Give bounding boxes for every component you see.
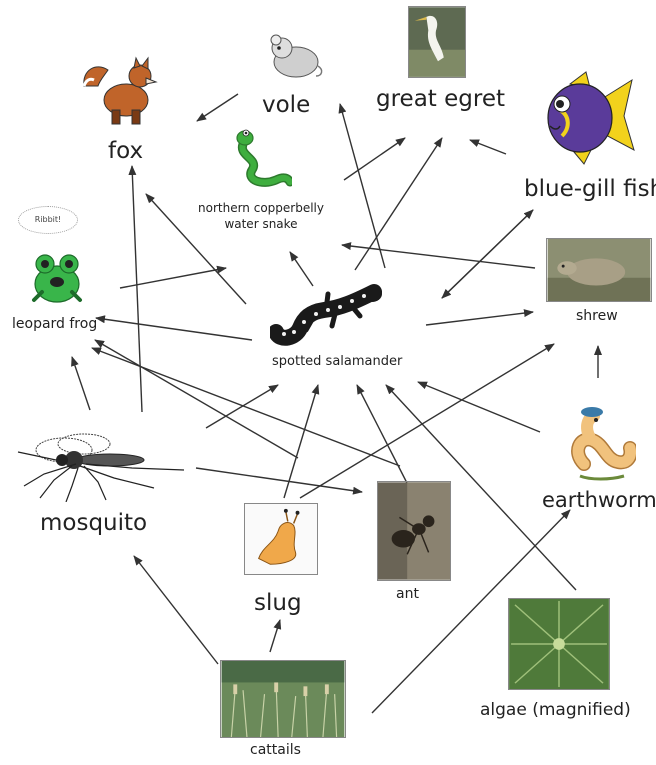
arrow-cattails-mosquito	[134, 556, 218, 664]
arrow-mosquito-fox	[132, 166, 142, 412]
ant-photo	[377, 481, 451, 581]
shrew-label: shrew	[576, 308, 618, 324]
arrow-mosquito-frog	[72, 357, 90, 410]
blue-gill-fish-icon	[540, 70, 636, 166]
mosquito-label: mosquito	[40, 510, 147, 536]
arrow-salamander-frog	[96, 318, 252, 340]
great-egret-photo	[408, 6, 466, 78]
snake-label: northern copperbelly water snake	[186, 200, 336, 232]
blue-gill-fish-label: blue-gill fish	[524, 176, 656, 202]
arrow-snake-egret	[344, 138, 405, 180]
vole-label: vole	[262, 92, 310, 118]
algae-label: algae (magnified)	[480, 700, 631, 720]
earthworm-label: earthworm	[542, 488, 656, 512]
arrow-salamander-shrew	[426, 312, 533, 325]
fox-label: fox	[108, 138, 143, 164]
slug-label: slug	[254, 590, 302, 616]
arrow-slug-salamander	[284, 385, 318, 498]
snake-label-line1: northern copperbelly	[186, 200, 336, 216]
arrow-cattails-slug	[270, 620, 280, 652]
leopard-frog-label: leopard frog	[12, 316, 97, 332]
shrew-photo	[546, 238, 652, 302]
arrow-salamander-snake	[290, 252, 313, 286]
snake-icon	[232, 128, 292, 192]
arrow-shrew-snake	[342, 245, 535, 268]
arrow-mosquito-salamander	[206, 385, 278, 428]
fox-icon	[80, 56, 162, 128]
arrow-fish-egret	[470, 140, 506, 154]
earthworm-icon	[570, 402, 636, 484]
arrow-mosquito-ant	[196, 468, 362, 492]
snake-label-line2: water snake	[186, 216, 336, 232]
arrow-fish-salamander	[442, 210, 533, 298]
cattails-label: cattails	[250, 742, 301, 758]
mosquito-icon	[14, 422, 190, 502]
cattails-photo	[220, 660, 346, 738]
vole-icon	[262, 30, 326, 82]
arrow-vole-fox	[197, 94, 238, 121]
ant-label: ant	[396, 586, 419, 602]
arrow-salamander-up	[340, 104, 385, 268]
algae-photo	[508, 598, 610, 690]
frog-speech-bubble: Ribbit!	[18, 206, 78, 234]
slug-photo	[244, 503, 318, 575]
spotted-salamander-label: spotted salamander	[272, 354, 402, 370]
leopard-frog-icon	[28, 248, 86, 306]
great-egret-label: great egret	[376, 86, 505, 112]
spotted-salamander-icon	[270, 282, 382, 348]
